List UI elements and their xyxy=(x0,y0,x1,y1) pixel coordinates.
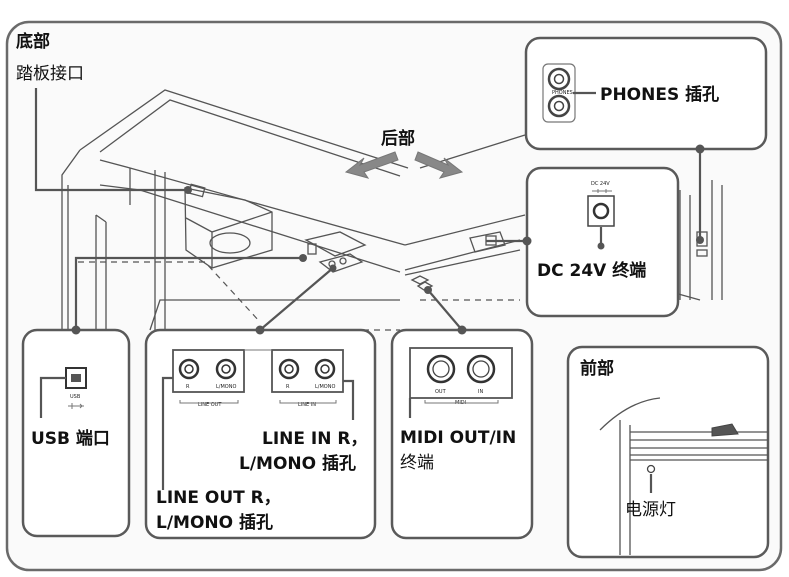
piano-left-leg xyxy=(95,214,107,330)
front-title: 前部 xyxy=(580,358,614,379)
dc-midi-panel xyxy=(469,231,506,253)
usb-small-label: USB xyxy=(70,394,81,400)
line-jack-panel xyxy=(318,253,364,273)
midi-leader-dot xyxy=(457,325,467,335)
phones-small-label: PHONES xyxy=(552,90,573,96)
line-in-r-small: R xyxy=(286,384,290,390)
line-in-bracket xyxy=(279,400,337,404)
midi-out-port-inner xyxy=(432,360,450,378)
line-out-group-small: LINE OUT xyxy=(198,402,222,408)
line-out-r-jack-inner xyxy=(184,364,194,374)
usb-port-inner xyxy=(71,374,81,382)
front-keyboard-lines xyxy=(630,431,768,456)
usb-symbol-icon xyxy=(68,403,84,409)
usb-jack-small xyxy=(307,243,317,255)
pedal-connector-label: 踏板接口 xyxy=(16,64,84,84)
line-out-r-small: R xyxy=(186,384,190,390)
phones-jack-label: PHONES 插孔 xyxy=(600,84,719,105)
power-lamp-label: 电源灯 xyxy=(625,500,676,520)
midi-out-small: OUT xyxy=(435,389,447,395)
midi-in-port-inner xyxy=(472,360,490,378)
dc-panel xyxy=(525,166,680,318)
line-in-l-small: L/MONO xyxy=(315,384,335,390)
midi-in-small: IN xyxy=(478,389,483,395)
dashed-floor-left xyxy=(78,261,261,323)
front-side-lines xyxy=(619,420,631,555)
pedal-box xyxy=(184,187,273,269)
phones-leader-dot-top xyxy=(695,144,705,154)
phones-jack-label-text: PHONES 插孔 xyxy=(600,84,719,105)
dc-small-label: DC 24V xyxy=(591,181,610,187)
pedal-box-edges xyxy=(185,211,273,268)
piano-top-edge xyxy=(79,89,409,169)
front-curve xyxy=(599,397,661,431)
dc-jack-plate xyxy=(587,195,615,227)
usb-port-label: USB 端口 xyxy=(31,428,110,449)
usb-port-label-text: USB 端口 xyxy=(31,428,110,449)
bottom-title: 底部 xyxy=(16,31,50,52)
midi-plate xyxy=(409,347,513,399)
line-out-label-2: L/MONO 插孔 xyxy=(156,512,273,533)
line-out-bracket xyxy=(179,400,239,404)
usb-leader-end-dot xyxy=(299,254,307,262)
line-in-pointer xyxy=(343,379,355,420)
phones-port-small-2 xyxy=(696,249,708,257)
floor-line-left xyxy=(149,299,400,331)
phones-panel xyxy=(524,36,768,151)
phones-jack-1-inner xyxy=(553,73,565,85)
rear-arrow-left xyxy=(344,151,399,179)
dc-jack xyxy=(592,202,610,220)
dc-jack-label-text: DC 24V 终端 xyxy=(537,260,646,281)
midi-bracket xyxy=(424,400,499,404)
front-panel xyxy=(566,345,770,559)
line-out-l-jack-inner xyxy=(221,364,231,374)
piano-top-inner xyxy=(99,99,401,177)
dc-jack-label: DC 24V 终端 xyxy=(537,260,646,281)
front-piano-drawing xyxy=(599,397,768,555)
usb-pointer xyxy=(39,376,66,418)
midi-leader-end-dot xyxy=(424,286,432,294)
line-leader-dot xyxy=(255,325,265,335)
line-in-l-jack-inner xyxy=(320,364,330,374)
pedal-leader xyxy=(34,88,188,192)
line-in-r-jack-inner xyxy=(284,364,294,374)
dc-leader-dot xyxy=(522,236,532,246)
bottom-board-right xyxy=(404,214,526,271)
front-key-block xyxy=(711,423,739,437)
line-jack-b xyxy=(339,257,347,265)
midi-leader xyxy=(427,289,463,331)
bottom-board-right-edge xyxy=(404,249,521,276)
phones-jack-2-inner xyxy=(553,100,565,112)
left-panel-lines xyxy=(129,168,166,330)
usb-line-jack-panel xyxy=(304,231,367,257)
piano-drawing xyxy=(61,89,723,331)
line-leader xyxy=(259,267,334,331)
line-in-label-1: LINE IN R， xyxy=(262,429,367,449)
rear-label: 后部 xyxy=(381,128,415,149)
midi-label-2: 终端 xyxy=(400,453,434,473)
line-in-group-small: LINE IN xyxy=(298,402,316,408)
dc-pointer-dot xyxy=(597,242,605,250)
pedal-leader-dot xyxy=(184,186,192,194)
line-leader-end-dot xyxy=(329,264,337,272)
piano-left-side xyxy=(61,149,81,330)
usb-leader xyxy=(74,256,306,330)
piano-right-side xyxy=(679,180,723,300)
usb-leader-dot xyxy=(71,325,81,335)
midi-ports-small xyxy=(410,275,434,291)
phones-jack-graphic: PHONES xyxy=(542,63,576,123)
rear-arrow-right xyxy=(414,151,464,179)
line-out-label-1: LINE OUT R， xyxy=(156,488,281,508)
line-out-l-small: L/MONO xyxy=(216,384,236,390)
midi-label-1: MIDI OUT/IN xyxy=(400,428,516,448)
dc-polarity-symbol xyxy=(592,189,612,193)
power-lamp-graphic xyxy=(646,464,656,474)
pedal-opening xyxy=(209,232,251,254)
line-out-pointer xyxy=(161,376,173,490)
phones-leader-dot-bottom xyxy=(696,236,704,244)
line-in-label-2: L/MONO 插孔 xyxy=(239,453,356,474)
